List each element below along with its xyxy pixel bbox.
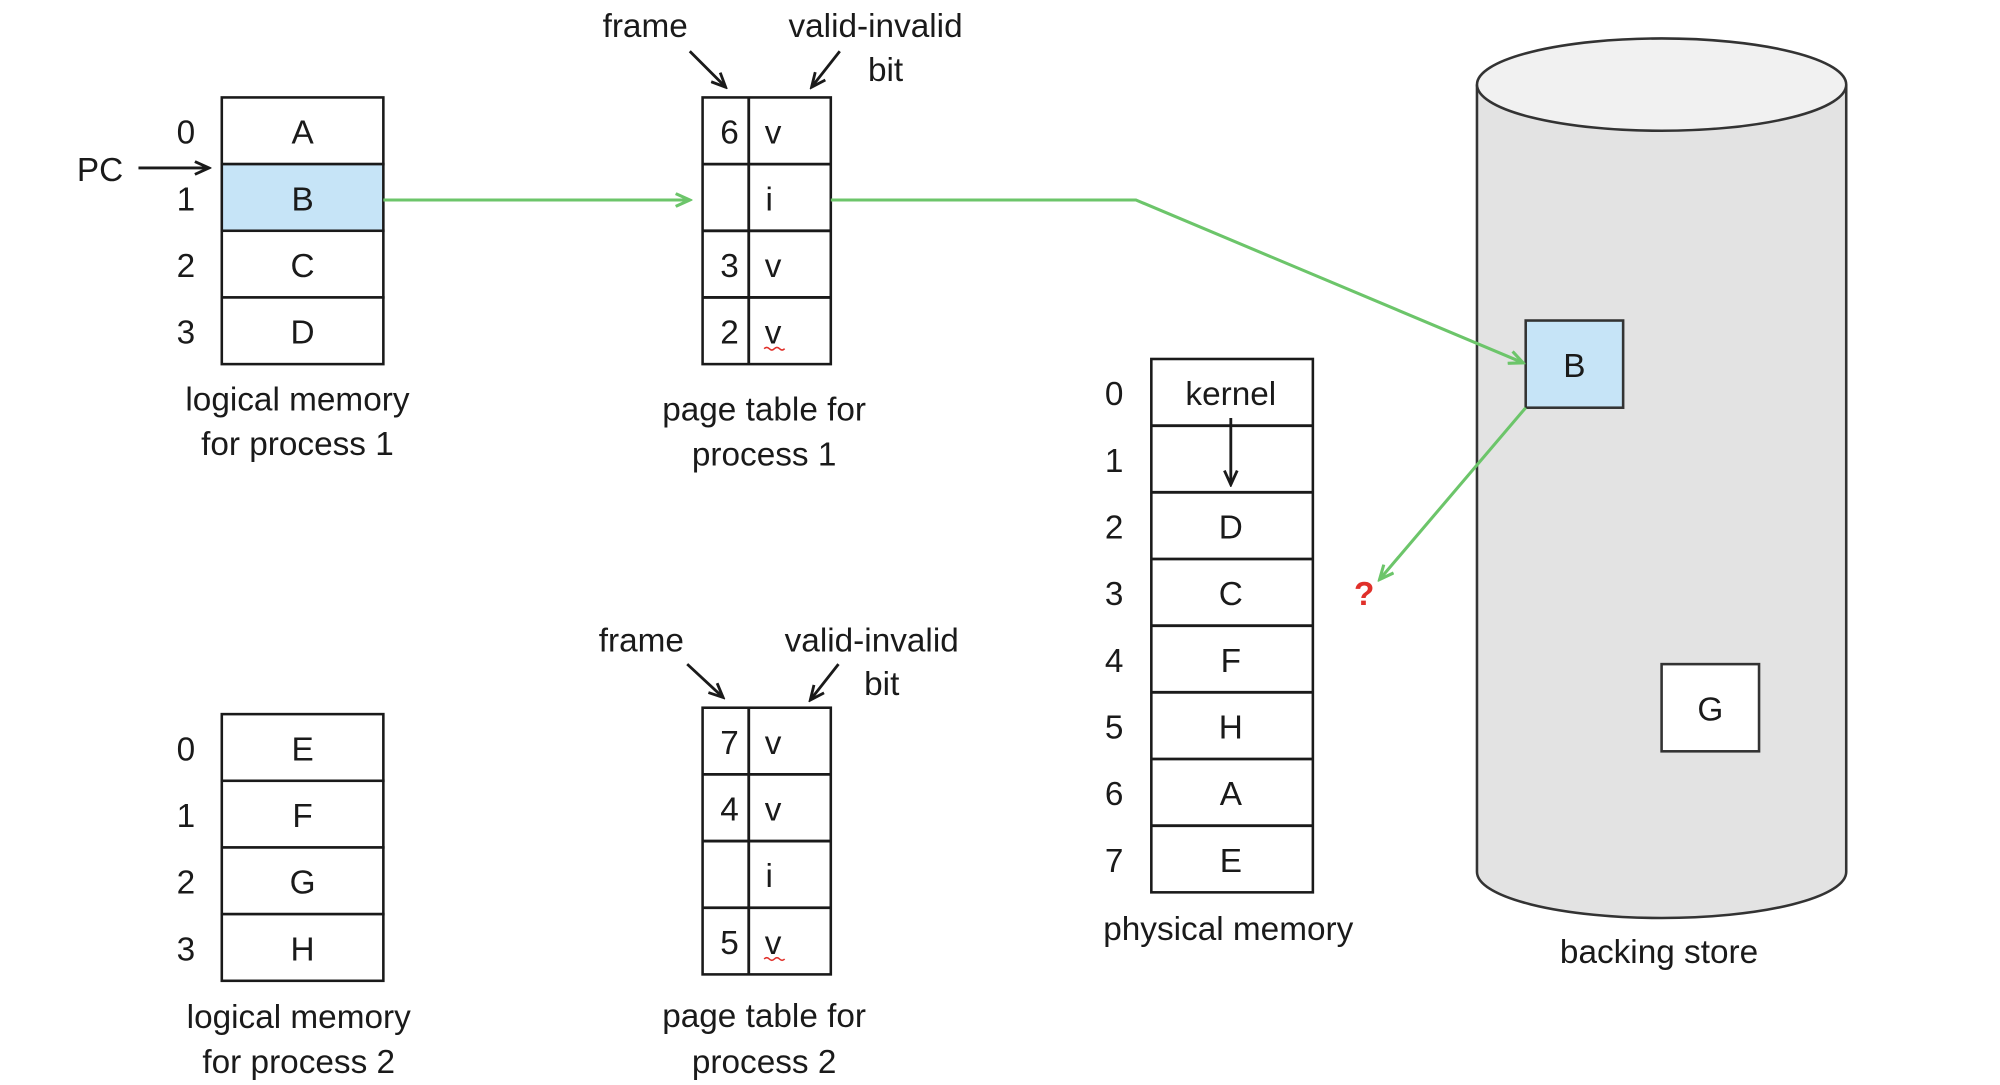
physical-index: 7: [1105, 843, 1124, 880]
page-table-process-2: frame valid-invalid bit 7 4 5 v v i v pa…: [599, 622, 959, 1081]
spellcheck-squiggle: [763, 956, 786, 962]
page-table-frame-number: 5: [720, 925, 739, 962]
physical-frame-label: E: [1220, 843, 1242, 880]
physical-frame-label: H: [1219, 709, 1243, 746]
frame-label: frame: [603, 8, 688, 45]
physical-frame-label: F: [1221, 643, 1241, 680]
logical-page-label: E: [291, 731, 313, 768]
logical-page-label: F: [292, 798, 312, 835]
logical-page-label: D: [291, 315, 315, 352]
logical-page-cell: [220, 912, 385, 983]
physical-index: 2: [1105, 509, 1124, 546]
physical-frame-label: D: [1219, 509, 1243, 546]
logical-caption-line2: for process 2: [202, 1044, 395, 1081]
valid-invalid-label: valid-invalid: [785, 622, 959, 659]
page-table-caption-line1: page table for: [662, 392, 866, 429]
page-table-frame-number: 4: [720, 792, 739, 829]
valid-invalid-bit: v: [765, 315, 782, 352]
valid-invalid-bit: v: [765, 925, 782, 962]
logical-index: 0: [177, 731, 196, 768]
logical-page-cell-highlighted: [220, 162, 385, 233]
logical-index: 3: [177, 315, 196, 352]
logical-index: 1: [177, 798, 196, 835]
physical-index: 4: [1105, 643, 1124, 680]
logical-caption-line2: for process 1: [201, 426, 394, 463]
logical-memory-process-1: 0 1 2 3 A B C D logical memory for proce…: [177, 96, 410, 463]
physical-index: 5: [1105, 709, 1124, 746]
page-table-process-1: frame valid-invalid bit 6 3 2 v i v v pa…: [603, 8, 963, 473]
valid-invalid-bit: v: [765, 792, 782, 829]
physical-frame-label: A: [1220, 776, 1243, 813]
logical-page-label: B: [291, 181, 313, 218]
logical-page-label: C: [291, 248, 315, 285]
bit-label: bit: [864, 666, 900, 703]
spellcheck-squiggle: [763, 346, 786, 351]
valid-invalid-bit: v: [765, 115, 782, 152]
page-table-caption-line2: process 2: [692, 1044, 837, 1081]
logical-caption-line1: logical memory: [187, 999, 411, 1036]
backing-page-b-label: B: [1563, 348, 1585, 385]
page-table-frame-number: 2: [720, 315, 739, 352]
logical-memory-process-2: 0 1 2 3 E F G H logical memory for proce…: [177, 712, 411, 1081]
physical-memory: 0 1 2 3 4 5 6 7 kernel D C F H A E physi…: [1103, 357, 1354, 948]
frame-arrow: [686, 663, 723, 697]
valid-invalid-bit: i: [766, 181, 773, 218]
page-table-caption-line2: process 1: [692, 436, 837, 473]
logical-page-label: A: [291, 115, 314, 152]
swap-in-arrow: [1380, 406, 1527, 580]
backing-store-caption: backing store: [1560, 934, 1758, 971]
logical-page-label: G: [290, 865, 316, 902]
physical-frame-label: kernel: [1185, 376, 1276, 413]
page-table-caption-line1: page table for: [662, 998, 866, 1035]
valid-invalid-bit: v: [765, 248, 782, 285]
page-table-frame-number: 7: [720, 725, 739, 762]
logical-caption-line1: logical memory: [185, 381, 409, 418]
pc-label: PC: [77, 152, 123, 189]
frame-label: frame: [599, 622, 684, 659]
logical-index: 0: [177, 115, 196, 152]
physical-memory-caption: physical memory: [1103, 911, 1353, 948]
logical-page-label: H: [291, 931, 315, 968]
backing-page-g-label: G: [1697, 692, 1723, 729]
no-free-frame-question-mark: ?: [1354, 576, 1374, 613]
page-fault-arrow: [830, 198, 1523, 363]
logical-index: 3: [177, 931, 196, 968]
valid-bit-arrow: [812, 50, 841, 87]
logical-index: 2: [177, 865, 196, 902]
valid-bit-arrow: [810, 663, 840, 700]
physical-index: 0: [1105, 376, 1124, 413]
logical-index: 1: [177, 181, 196, 218]
logical-page-cell: [220, 712, 385, 783]
backing-page-g: [1660, 662, 1761, 753]
backing-store: backing store B G: [1475, 37, 1848, 971]
valid-invalid-label: valid-invalid: [788, 8, 962, 45]
page-table-frame-number: 3: [720, 248, 739, 285]
logical-page-cell: [220, 296, 385, 366]
logical-index: 2: [177, 248, 196, 285]
physical-frame-label: C: [1219, 576, 1243, 613]
valid-invalid-bit: i: [766, 858, 773, 895]
physical-index: 3: [1105, 576, 1124, 613]
bit-label: bit: [868, 52, 904, 89]
logical-page-cell: [220, 846, 385, 916]
physical-index: 6: [1105, 776, 1124, 813]
physical-index: 1: [1105, 443, 1124, 480]
frame-arrow: [688, 50, 726, 87]
page-table-frame-number: 6: [720, 115, 739, 152]
valid-invalid-bit: v: [765, 725, 782, 762]
